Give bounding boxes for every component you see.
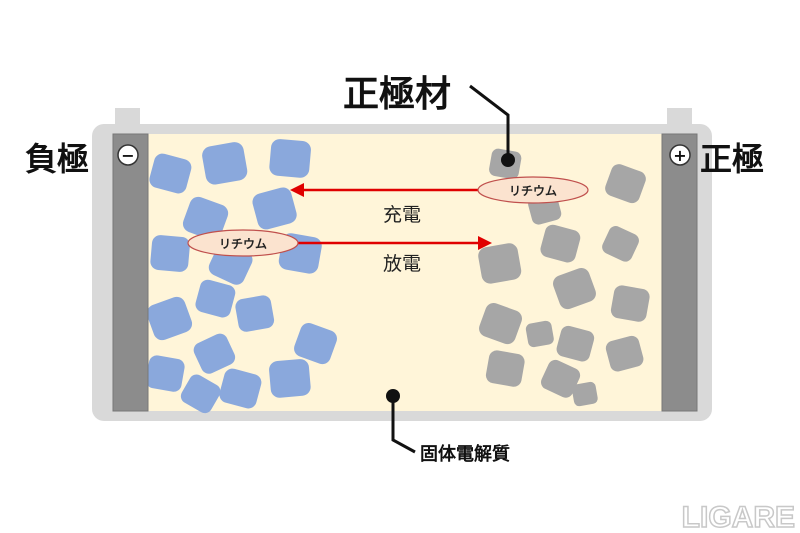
plus-sign: +	[673, 146, 686, 165]
discharge-arrowhead	[478, 236, 492, 250]
charge-arrowhead	[290, 183, 304, 197]
positive-electrode-plate	[661, 133, 698, 412]
anode-particle	[149, 153, 192, 194]
negative-electrode-plate	[112, 133, 149, 412]
anode-particle	[219, 368, 262, 409]
negative-electrode-label: 負極	[25, 140, 89, 178]
solid-electrolyte-label: 固体電解質	[420, 443, 510, 465]
lithium-ion-top-label: リチウム	[509, 184, 557, 198]
cathode-material-pointer-dot	[501, 153, 515, 167]
cathode-particle	[605, 164, 646, 204]
cathode-particle	[479, 303, 522, 345]
anode-particle	[235, 295, 275, 332]
charge-label: 充電	[383, 204, 421, 226]
cathode-material-leader-line	[469, 84, 510, 160]
minus-sign: −	[121, 146, 134, 165]
lithium-ion-bottom-label: リチウム	[219, 237, 267, 251]
anode-particle	[145, 355, 185, 392]
cathode-particle	[540, 224, 581, 263]
cathode-material-label: 正極材	[343, 74, 451, 115]
cathode-particle	[485, 350, 525, 387]
cathode-particle	[553, 268, 596, 310]
anode-particle	[202, 142, 248, 185]
ligare-watermark: LIGARE	[682, 501, 795, 533]
cathode-particle	[478, 243, 522, 284]
electrolyte-leader-line	[391, 396, 416, 454]
anode-particle	[182, 196, 229, 241]
positive-electrode-label: 正極	[700, 140, 764, 178]
discharge-label: 放電	[383, 253, 421, 275]
cathode-particle	[605, 335, 644, 372]
lithium-ion-bottom	[187, 229, 299, 257]
cathode-particle	[541, 359, 581, 398]
anode-particle	[269, 359, 311, 398]
anode-particle	[146, 296, 193, 341]
cathode-particle	[602, 226, 639, 262]
anode-particle	[193, 333, 236, 374]
minus-icon	[117, 144, 139, 166]
plus-icon	[669, 144, 691, 166]
anode-particle	[269, 139, 311, 178]
cathode-particle	[525, 320, 554, 348]
anode-particle	[252, 187, 297, 230]
anode-particle	[294, 323, 337, 365]
cathode-particle	[610, 285, 650, 322]
anode-particle	[150, 235, 190, 272]
cathode-particle	[571, 381, 598, 407]
anode-particle	[180, 374, 221, 414]
lithium-ion-top	[477, 176, 589, 204]
anode-particle	[195, 279, 236, 318]
cathode-particle	[556, 325, 595, 362]
